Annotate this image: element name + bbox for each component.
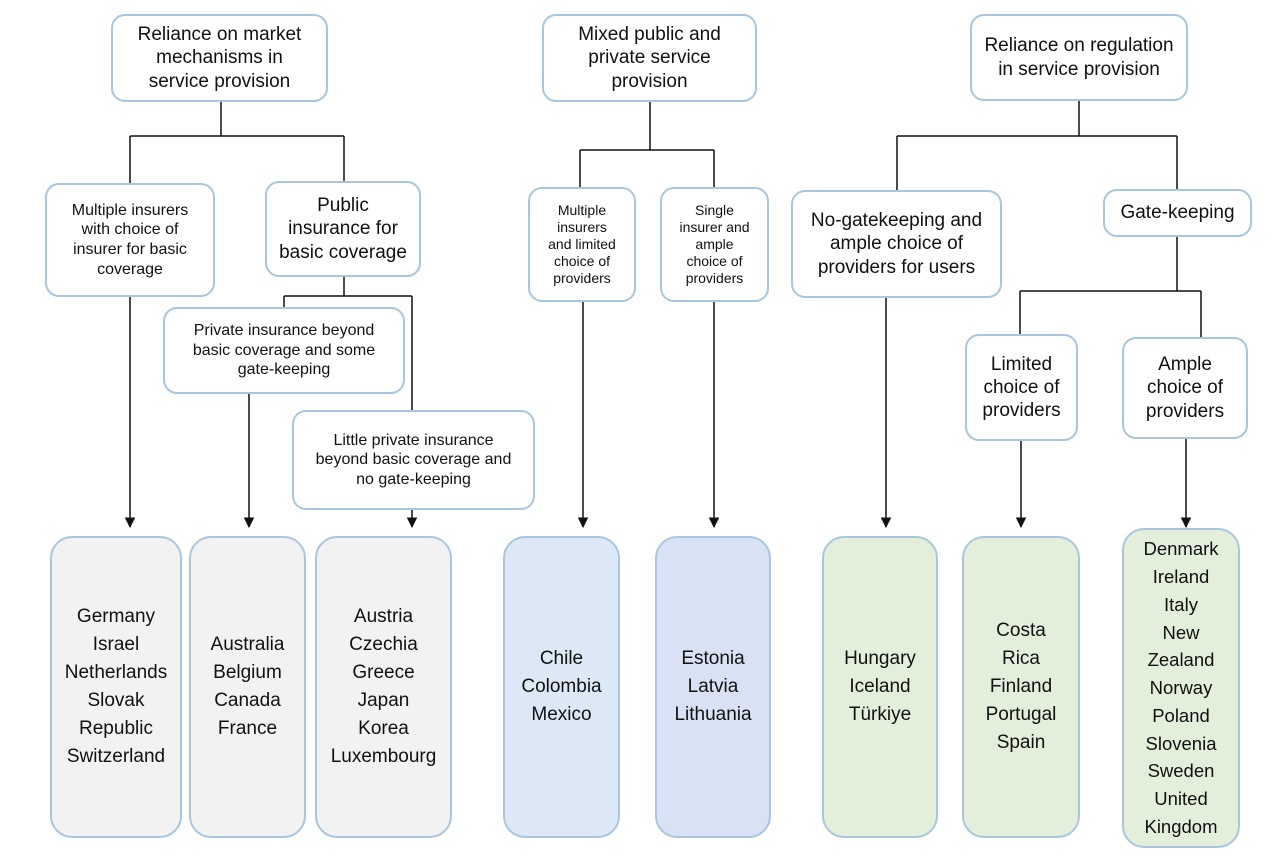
mixed-provision-node: Mixed public and private service provisi… bbox=[542, 14, 757, 102]
connector-mixed-root bbox=[579, 102, 715, 187]
country-group-8: Denmark Ireland Italy New Zealand Norway… bbox=[1122, 528, 1240, 848]
limited-choice-node: Limited choice of providers bbox=[965, 334, 1078, 441]
multiple-insurers-limited-choice-node: Multiple insurers and limited choice of … bbox=[528, 187, 636, 302]
ample-choice-node: Ample choice of providers bbox=[1122, 337, 1248, 439]
country-group-6: Hungary Iceland Türkiye bbox=[822, 536, 938, 838]
connector-regulation-root bbox=[896, 101, 1178, 190]
single-insurer-ample-choice-node: Single insurer and ample choice of provi… bbox=[660, 187, 769, 302]
country-group-4: Chile Colombia Mexico bbox=[503, 536, 620, 838]
no-gatekeeping-ample-choice-node: No-gatekeeping and ample choice of provi… bbox=[791, 190, 1002, 298]
public-insurance-node: Public insurance for basic coverage bbox=[265, 181, 421, 277]
private-insurance-gatekeeping-node: Private insurance beyond basic coverage … bbox=[163, 307, 405, 394]
connector-market-root bbox=[129, 102, 345, 183]
country-group-1: Germany Israel Netherlands Slovak Republ… bbox=[50, 536, 182, 838]
little-private-insurance-node: Little private insurance beyond basic co… bbox=[292, 410, 535, 510]
regulation-node: Reliance on regulation in service provis… bbox=[970, 14, 1188, 101]
country-group-7: Costa Rica Finland Portugal Spain bbox=[962, 536, 1080, 838]
country-group-5: Estonia Latvia Lithuania bbox=[655, 536, 771, 838]
connector-gatekeeping bbox=[1019, 237, 1202, 337]
multiple-insurers-choice-node: Multiple insurers with choice of insurer… bbox=[45, 183, 215, 297]
country-group-2: Australia Belgium Canada France bbox=[189, 536, 306, 838]
market-mechanisms-node: Reliance on market mechanisms in service… bbox=[111, 14, 328, 102]
country-group-3: Austria Czechia Greece Japan Korea Luxem… bbox=[315, 536, 452, 838]
gatekeeping-node: Gate-keeping bbox=[1103, 189, 1252, 237]
connector-public-insurance bbox=[283, 277, 413, 410]
